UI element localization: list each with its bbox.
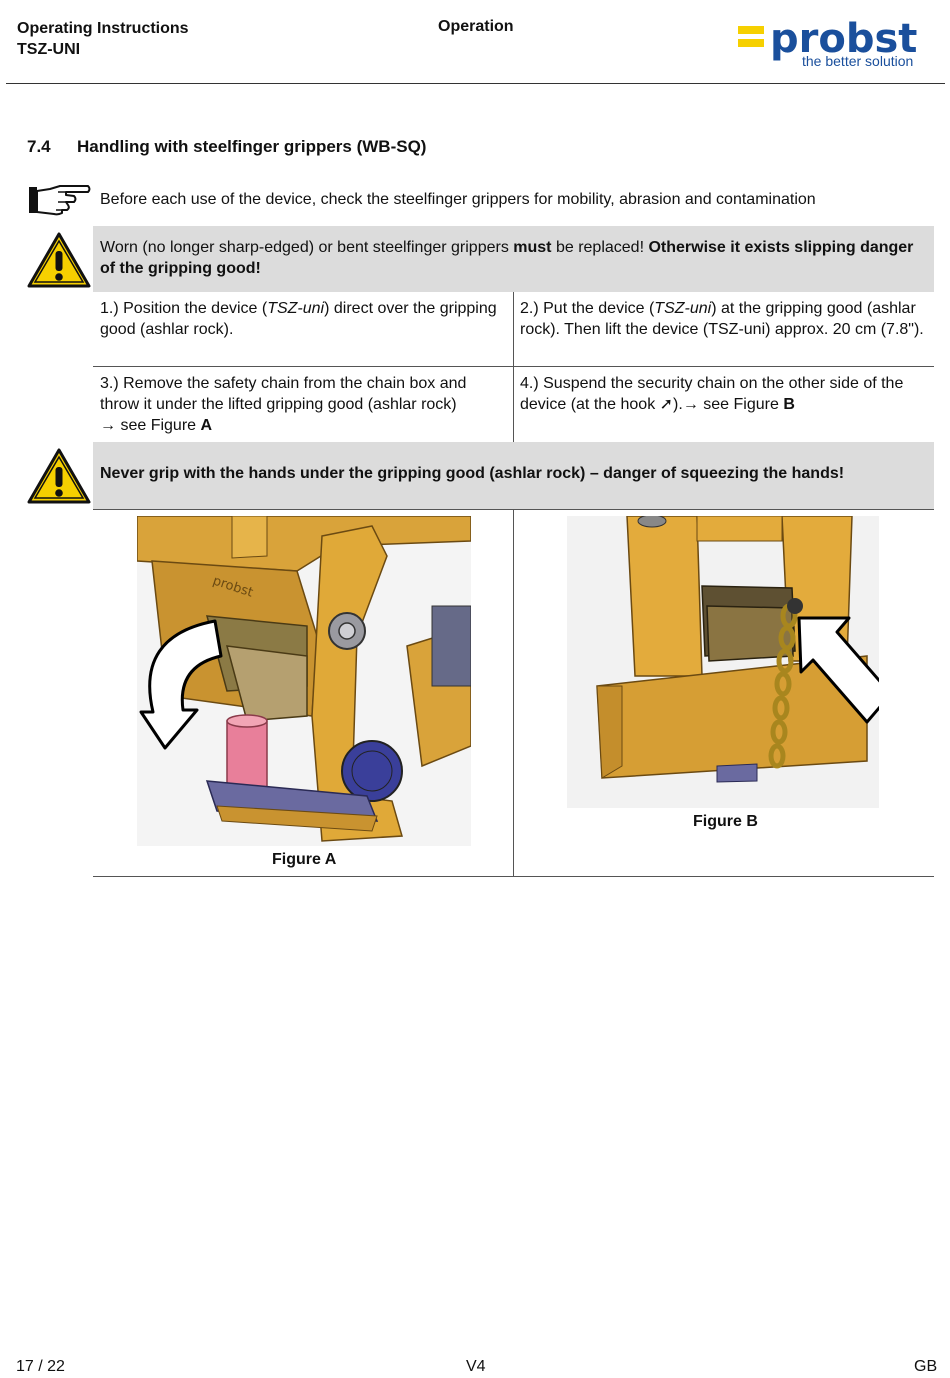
warning-triangle-icon bbox=[27, 447, 91, 505]
warning-triangle-icon bbox=[27, 231, 91, 289]
warning1-text-a: Worn (no longer sharp-edged) or bent ste… bbox=[100, 239, 514, 256]
warning1-must: must bbox=[513, 239, 552, 256]
header-section-name: Operation bbox=[438, 18, 514, 35]
doc-model: TSZ-UNI bbox=[17, 41, 81, 58]
step-2: 2.) Put the device (TSZ-uni) at the grip… bbox=[520, 300, 924, 338]
warning1-danger: Otherwise it exists slipping danger of t… bbox=[100, 239, 914, 277]
hook-arrow-icon: ➚ bbox=[659, 396, 674, 413]
language-code: GB bbox=[914, 1358, 938, 1375]
warning1-text-b: be replaced! bbox=[551, 239, 649, 256]
section-number: 7.4 bbox=[27, 137, 51, 156]
header-divider bbox=[6, 83, 945, 84]
step-3: 3.) Remove the safety chain from the cha… bbox=[100, 375, 467, 434]
doc-title: Operating Instructions bbox=[17, 20, 189, 37]
figure-b-image bbox=[567, 514, 893, 808]
section-title: Handling with steelfinger grippers (WB-S… bbox=[77, 137, 427, 156]
figure-a-caption: Figure A bbox=[272, 851, 337, 868]
version-label: V4 bbox=[466, 1358, 486, 1375]
grid-divider-v bbox=[513, 292, 514, 442]
probst-logo: probst the better solution bbox=[736, 14, 936, 74]
logo-slogan: the better solution bbox=[802, 53, 913, 69]
step-1: 1.) Position the device (TSZ-uni) direct… bbox=[100, 300, 497, 338]
pointing-hand-icon bbox=[28, 184, 92, 216]
warning-squeeze-hands: Never grip with the hands under the grip… bbox=[93, 442, 934, 509]
rotation-arrow-icon bbox=[139, 619, 223, 750]
figure-b-caption: Figure B bbox=[693, 813, 758, 830]
figures-bottom-rule bbox=[93, 876, 934, 877]
step-4: 4.) Suspend the security chain on the ot… bbox=[520, 375, 904, 413]
check-note: Before each use of the device, check the… bbox=[100, 191, 816, 208]
figures-divider bbox=[513, 509, 514, 877]
probst-logo-mark: probst the better solution bbox=[738, 16, 917, 69]
warning-replace-grippers: Worn (no longer sharp-edged) or bent ste… bbox=[93, 226, 934, 292]
header-doc-info: Operating Instructions TSZ-UNI bbox=[17, 18, 189, 60]
grid-divider-h bbox=[93, 366, 934, 367]
figure-a-image: probst bbox=[136, 515, 472, 846]
logo-wordmark: probst bbox=[770, 16, 917, 62]
page-number: 17 / 22 bbox=[16, 1358, 65, 1375]
